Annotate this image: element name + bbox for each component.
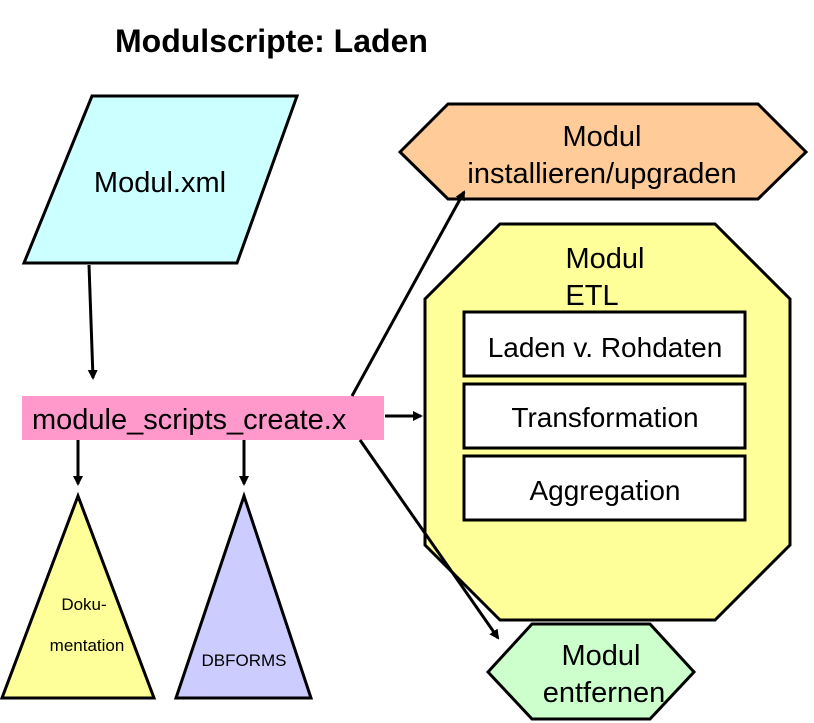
diagram-title: Modulscripte: Laden — [115, 23, 428, 59]
etl-step-transformation-label: Transformation — [511, 402, 698, 433]
script-box — [22, 396, 384, 440]
docs-shape — [0, 491, 157, 700]
remove-node: Modul entfernen — [485, 622, 697, 721]
docs-label-line2: mentation — [50, 636, 125, 655]
dbforms-node: DBFORMS — [173, 491, 314, 700]
install-shape — [397, 102, 809, 201]
arrow-script-to-remove — [358, 439, 500, 640]
modul-xml-label: Modul.xml — [94, 167, 226, 199]
remove-shape — [485, 622, 697, 721]
docs-node: Doku- mentation — [0, 491, 157, 700]
install-label-line2: installieren/upgraden — [467, 158, 736, 190]
install-node: Modul installieren/upgraden — [397, 102, 809, 201]
remove-label-line1: Modul — [562, 640, 641, 672]
modul-xml-shape — [21, 94, 300, 265]
etl-label-line1: Modul — [566, 243, 645, 275]
script-label: module_scripts_create.x — [32, 404, 347, 436]
dbforms-shape — [173, 491, 314, 700]
etl-step-laden-label: Laden v. Rohdaten — [488, 332, 723, 363]
dbforms-label: DBFORMS — [202, 651, 287, 670]
etl-step-laden-box — [462, 310, 747, 378]
etl-step-aggregation-box — [462, 454, 747, 522]
etl-step-transformation-box — [462, 382, 747, 450]
install-label-line1: Modul — [563, 121, 642, 153]
arrow-script-to-install — [350, 190, 466, 397]
arrow-xml-to-script — [87, 264, 98, 380]
remove-label-line2: entfernen — [543, 677, 666, 709]
modul-xml-node: Modul.xml — [21, 94, 300, 265]
script-node: module_scripts_create.x — [22, 396, 384, 440]
etl-node: Modul ETL Laden v. Rohdaten Transformati… — [423, 222, 792, 622]
docs-label-line1: Doku- — [61, 595, 106, 614]
etl-step-aggregation-label: Aggregation — [529, 475, 680, 506]
etl-label-line2: ETL — [565, 280, 618, 312]
